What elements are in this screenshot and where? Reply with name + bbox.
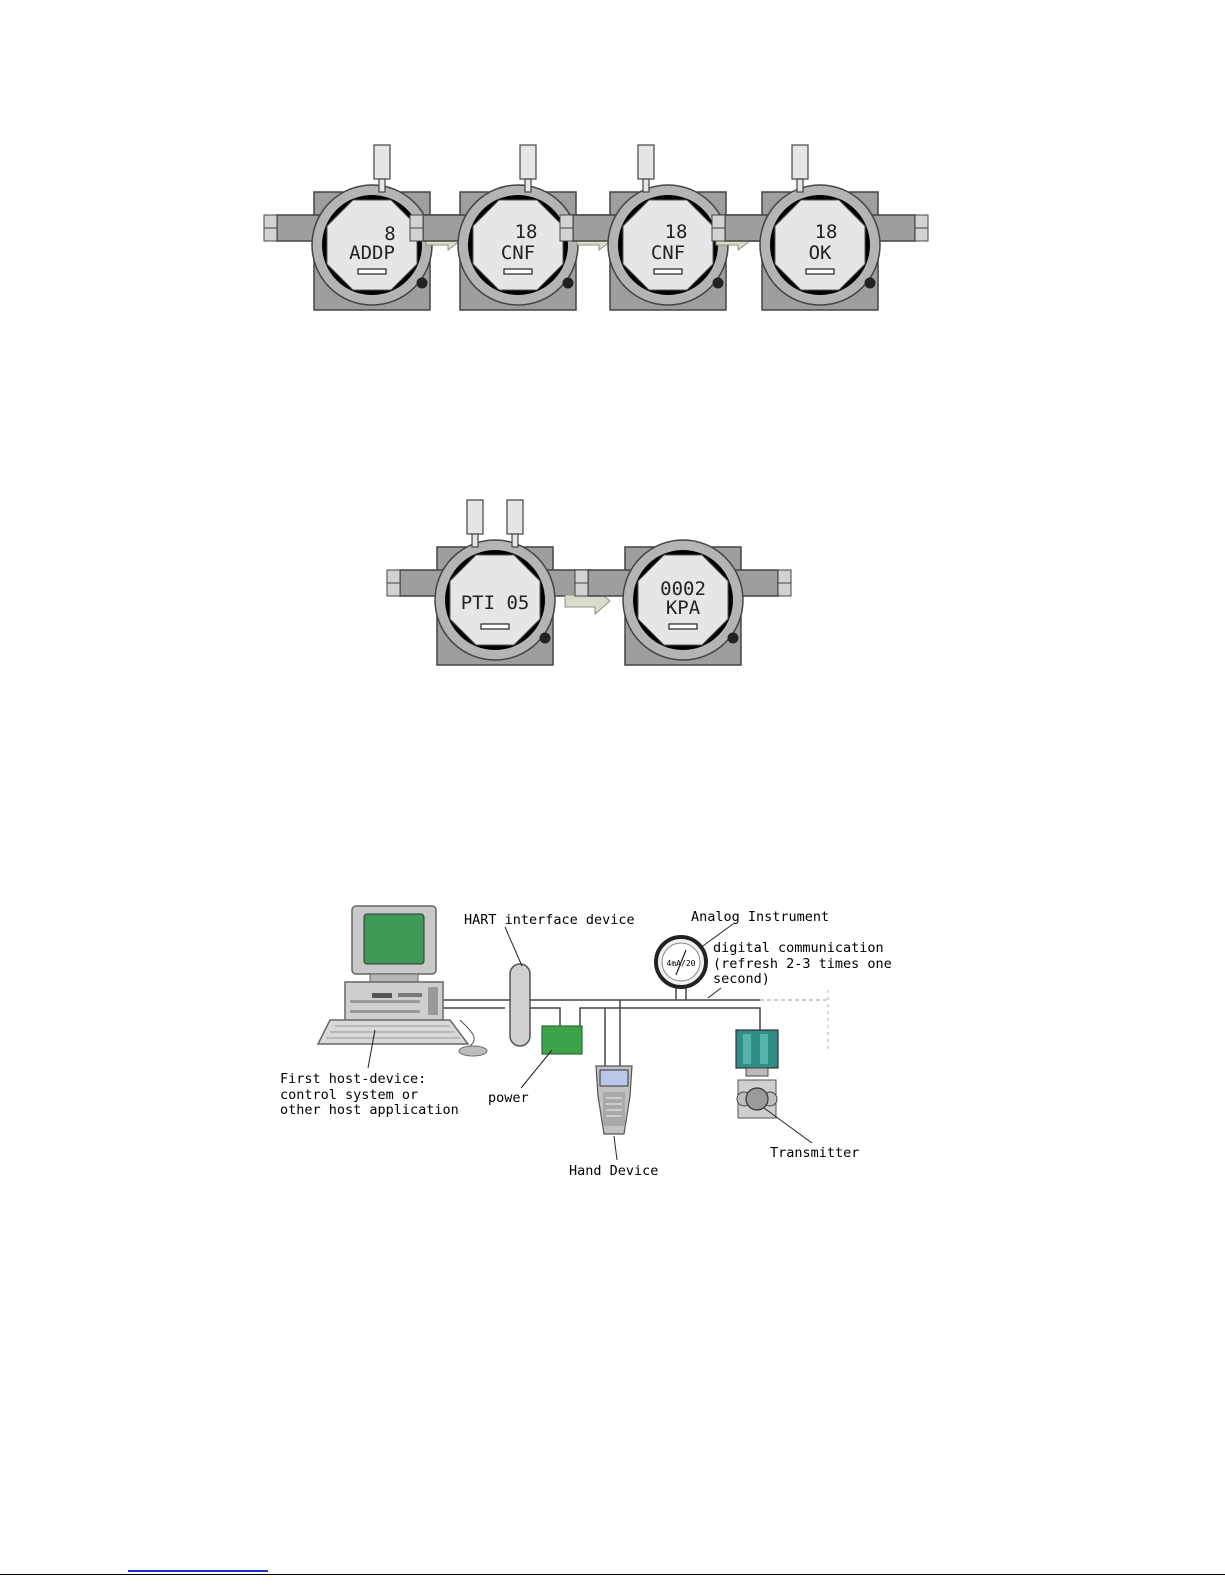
lcd-line1: 18 xyxy=(665,221,688,243)
host-computer xyxy=(318,906,487,1056)
analog-instrument: 4mA/20 xyxy=(656,937,706,987)
label-hart-interface: HART interface device xyxy=(464,912,635,928)
sequence-a: 8 ADDP 18 CNF 18 CNF 18 OK xyxy=(264,145,928,310)
transmitter-4: 18 OK xyxy=(712,145,928,310)
lcd-line2: OK xyxy=(809,242,832,264)
field-transmitter xyxy=(736,1030,778,1118)
lcd-line2: CNF xyxy=(501,242,535,264)
transmitter-5: PTI 05 xyxy=(387,500,603,665)
lcd-line1: 18 xyxy=(815,221,838,243)
label-power: power xyxy=(488,1090,529,1106)
sequence-b: PTI 05 0002 KPA xyxy=(387,500,791,665)
power-supply-box xyxy=(542,1026,582,1054)
lcd-line2: KPA xyxy=(666,597,701,619)
label-host-3: other host application xyxy=(280,1102,459,1118)
lcd-line1: 18 xyxy=(515,221,538,243)
label-analog-instrument: Analog Instrument xyxy=(691,909,829,925)
lcd-line2: CNF xyxy=(651,242,685,264)
label-digital-comm-2: (refresh 2-3 times one xyxy=(713,956,892,972)
mouse xyxy=(459,1046,487,1056)
footer-link-underline xyxy=(128,1570,268,1572)
label-hand-device: Hand Device xyxy=(569,1163,658,1179)
label-host-2: control system or xyxy=(280,1087,418,1103)
label-digital-comm-3: second) xyxy=(713,971,770,987)
monitor-screen xyxy=(364,914,424,964)
label-host-1: First host-device: xyxy=(280,1071,426,1087)
label-transmitter: Transmitter xyxy=(770,1145,859,1161)
lcd-line2: ADDP xyxy=(349,242,395,264)
footer-rule xyxy=(0,1574,1225,1575)
hart-network-diagram: 4mA/20 xyxy=(280,906,892,1179)
lcd-line2: PTI 05 xyxy=(461,592,530,614)
hand-device xyxy=(596,1066,632,1134)
label-digital-comm-1: digital communication xyxy=(713,940,884,956)
hart-interface-device xyxy=(510,964,530,1046)
